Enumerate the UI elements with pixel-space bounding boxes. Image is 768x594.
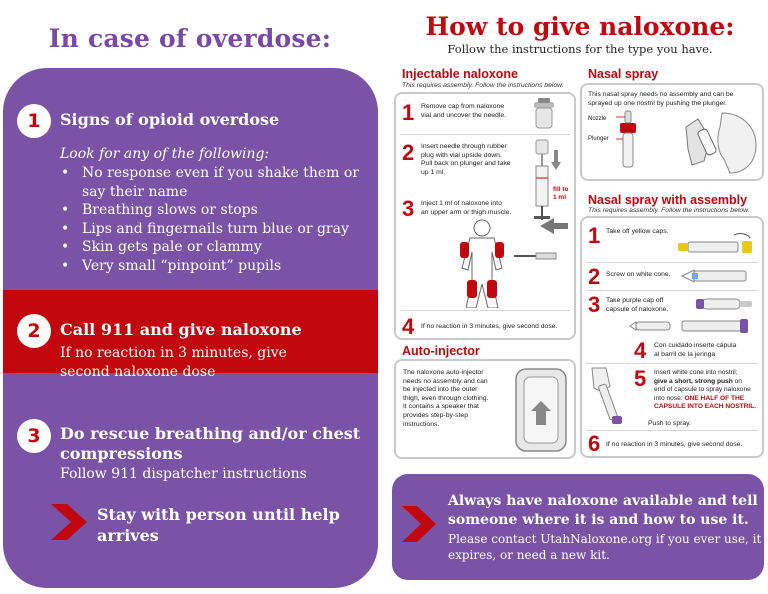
step-2-text-line1: If no reaction in 3 minutes, give: [60, 345, 287, 361]
inj-step-2-text: Insert needle through rubber plug with v…: [421, 143, 511, 176]
autoinjector-text: The naloxone auto-injector needs no asse…: [403, 369, 489, 428]
capsule-purple-cap-icon: [696, 298, 752, 310]
step-2-text-line2: second naloxone dose: [60, 364, 216, 380]
overdose-steps-panel: 1 Signs of opioid overdose Look for any …: [3, 68, 378, 588]
autoinjector-heading: Auto-injector: [402, 344, 480, 358]
left-title: In case of overdose:: [48, 24, 332, 53]
injectable-note: This requires assembly. Follow the instr…: [402, 82, 564, 89]
sign-item: Breathing slows or stops: [60, 201, 372, 220]
na-step-3-number: 3: [588, 292, 601, 317]
na-step-6-text: If no reaction in 3 minutes, give second…: [606, 441, 743, 448]
step-3-number: 3: [17, 419, 51, 453]
inj-step-1-number: 1: [402, 100, 415, 125]
autoinjector-box: The naloxone auto-injector needs no asse…: [394, 359, 576, 459]
nasal-box: This nasal spray needs no assembly and c…: [580, 83, 764, 181]
inj-step-4-number: 4: [402, 314, 415, 339]
nose-spray-push-icon: [591, 367, 622, 424]
na-step-4-number: 4: [634, 338, 647, 363]
inj-step-1-text: Remove cap from naloxone vial and uncove…: [421, 103, 507, 119]
stay-text-line1: Stay with person until help: [97, 505, 340, 524]
na-step-3-text: Take purple cap off capsule of naloxone.: [606, 297, 669, 313]
right-title: How to give naloxone:: [425, 12, 735, 41]
syringe-cone-icon: [680, 269, 747, 283]
auto-injector-icon: [515, 368, 567, 452]
sign-item: No response even if you shake them or sa…: [60, 164, 372, 201]
arrow-down-icon: [551, 150, 561, 170]
chevron-right-icon: [402, 506, 436, 542]
reminder-line3: Please contact UtahNaloxone.org if you e…: [448, 532, 762, 546]
step-2-band: [3, 290, 378, 373]
nasal-spray-device-icon: [616, 110, 636, 168]
reminder-line2: someone where it is and how to use it.: [448, 512, 749, 528]
plunger-label: Plunger: [588, 136, 609, 142]
reminder-panel: Always have naloxone available and tell …: [392, 474, 764, 580]
na-step-5-number: 5: [634, 366, 647, 391]
step-1-number: 1: [17, 104, 51, 138]
fill-label: fill to 1 ml: [553, 186, 569, 201]
sign-item: Lips and fingernails turn blue or gray: [60, 220, 372, 239]
na-step-2-number: 2: [588, 264, 601, 289]
na-step-1-number: 1: [588, 223, 601, 248]
nasal-assembly-heading: Nasal spray with assembly: [588, 193, 748, 207]
stay-text-line2: arrives: [97, 526, 159, 545]
na-step-6-number: 6: [588, 431, 601, 456]
step-3-text: Follow 911 dispatcher instructions: [60, 466, 307, 482]
push-to-spray-label: Push to spray.: [648, 420, 691, 427]
syringe-yellow-caps-icon: [678, 233, 752, 253]
body-injection-sites-icon: [460, 218, 568, 308]
nasal-heading: Nasal spray: [588, 67, 659, 81]
nasal-text: This nasal spray needs no assembly and c…: [588, 91, 734, 107]
capsule-insert-icon: [629, 319, 748, 333]
chevron-right-icon: [51, 504, 87, 540]
syringe-icon: [534, 139, 550, 220]
step-2-heading: Call 911 and give naloxone: [60, 320, 302, 339]
injectable-heading: Injectable naloxone: [402, 67, 519, 81]
nasal-assembly-box: 1 Take off yellow caps. 2 Screw on white…: [580, 216, 764, 458]
na-step-5-text: Insert white cone into nostril; give a s…: [654, 369, 757, 411]
na-step-2-text: Screw on white cone.: [606, 271, 671, 278]
sign-item: Very small “pinpoint” pupils: [60, 257, 372, 276]
signs-list: No response even if you shake them or sa…: [60, 164, 372, 275]
inj-step-3-text: Inject 1 ml of naloxone into an upper ar…: [421, 200, 512, 216]
reminder-line4: expires, or need a new kit.: [448, 548, 610, 562]
inj-step-3-number: 3: [402, 196, 415, 221]
step-2-number: 2: [17, 314, 51, 348]
signs-intro: Look for any of the following:: [60, 146, 270, 162]
na-step-4-text: Con cuidado inserte cápula al barril de …: [654, 342, 737, 358]
step-3-heading-line2: compressions: [60, 444, 183, 463]
reminder-line1: Always have naloxone available and tell: [448, 493, 758, 509]
right-subtitle: Follow the instructions for the type you…: [447, 42, 713, 56]
inj-step-2-number: 2: [402, 140, 415, 165]
step-1-heading: Signs of opioid overdose: [60, 110, 280, 129]
inj-step-4-text: If no reaction in 3 minutes, give second…: [421, 323, 558, 330]
vial-icon: [534, 98, 554, 129]
step-3-heading-line1: Do rescue breathing and/or chest: [60, 424, 361, 443]
injectable-box: 1 Remove cap from naloxone vial and unco…: [394, 92, 576, 340]
sign-item: Skin gets pale or clammy: [60, 238, 372, 257]
nozzle-label: Nozzle: [588, 116, 607, 122]
nasal-spray-use-icon: [685, 112, 757, 174]
na-step-1-text: Take off yellow caps.: [606, 228, 669, 235]
nasal-assembly-note: This requires assembly. Follow the instr…: [588, 207, 750, 214]
